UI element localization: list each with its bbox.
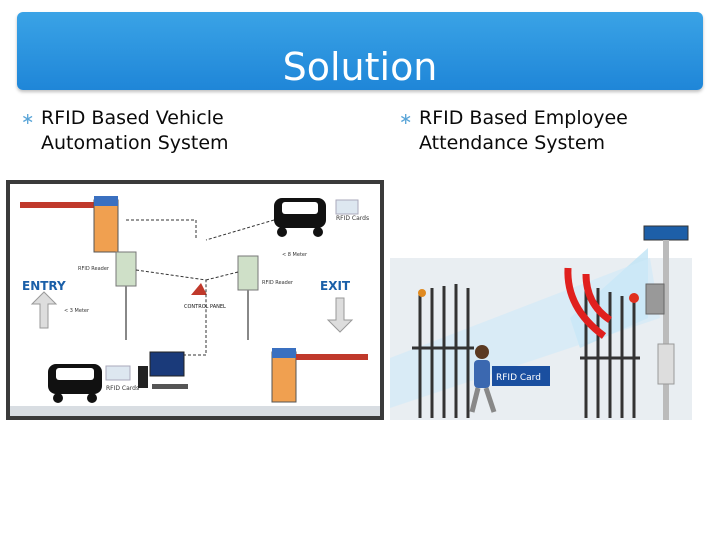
label-meter-right: < 8 Meter [282, 252, 308, 258]
bullet-marker: ∗ [399, 109, 413, 128]
label-rfid-reader-right: RFID Reader [262, 280, 294, 286]
slide-title: Solution [282, 45, 438, 89]
title-bar: Solution [17, 12, 703, 90]
bullet-line: RFID Based Vehicle [41, 107, 224, 129]
signal-waves-icon [564, 267, 613, 339]
label-rfid-card: RFID Card [496, 373, 541, 383]
label-rfid-reader-left: RFID Reader [78, 266, 110, 272]
label-rfid-cards-bottom: RFID Cards [106, 385, 139, 392]
bullet-employee-attendance: ∗ RFID Based Employee Attendance System [399, 106, 709, 156]
label-control-panel: CONTROL PANEL [184, 304, 226, 310]
arrow-up-icon [30, 291, 58, 329]
bullet-line: Attendance System [419, 132, 606, 154]
label-meter-left: < 3 Meter [64, 308, 90, 314]
label-rfid-cards-top: RFID Cards [336, 215, 369, 222]
bullet-line: Automation System [41, 132, 229, 154]
person-icon [469, 345, 497, 413]
bullet-marker: ∗ [21, 109, 35, 128]
computer-icon [138, 351, 188, 389]
bullet-line: RFID Based Employee [419, 107, 628, 129]
car-icon [274, 198, 326, 237]
vehicle-automation-diagram: RFID Cards RFID Reader RFID Reader < 8 M… [6, 180, 384, 420]
bullet-vehicle-automation: ∗ RFID Based Vehicle Automation System [21, 106, 341, 156]
car-icon [48, 364, 102, 403]
gate-left [412, 284, 474, 418]
label-exit: EXIT [320, 279, 351, 293]
attendance-illustration: RFID Card [390, 208, 692, 420]
arrow-down-icon [326, 297, 354, 333]
label-entry: ENTRY [22, 279, 66, 293]
control-panel-logo [191, 283, 207, 295]
